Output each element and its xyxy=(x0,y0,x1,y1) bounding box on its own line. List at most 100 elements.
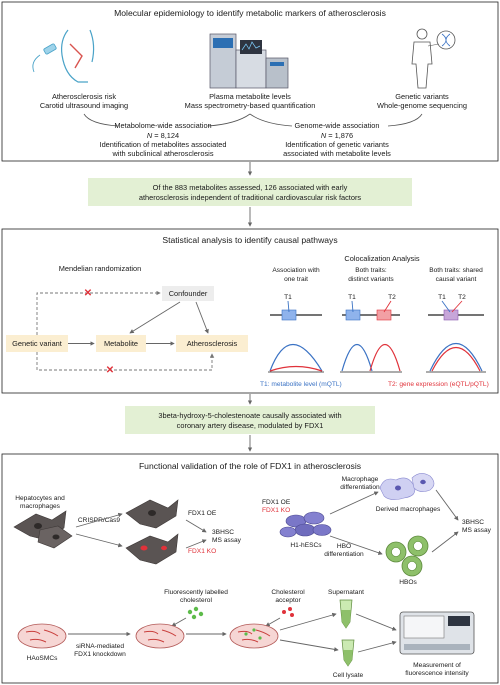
col-mid-line1: Plasma metabolite levels xyxy=(209,92,291,101)
banner-2-line2: coronary artery disease, modulated by FD… xyxy=(177,421,324,430)
assoc-right-desc2: associated with metabolite levels xyxy=(283,149,391,158)
case-3-marker-1 xyxy=(441,300,451,313)
blocked-path-mark-2: ✕ xyxy=(106,365,114,376)
hepatocyte-cells xyxy=(13,510,73,549)
supernatant-tube xyxy=(339,599,353,629)
fl-chol-label-2: cholesterol xyxy=(180,597,212,604)
assoc-left-title: Metabolome-wide association xyxy=(114,121,211,130)
haosmcs-label: HAoSMCs xyxy=(27,655,58,662)
case-2-title1: Both traits: xyxy=(355,267,387,274)
banner-1-line1: Of the 883 metabolites assessed, 126 ass… xyxy=(153,183,348,192)
banner-2-background xyxy=(125,406,375,434)
sirna-label-1: siRNA-mediated xyxy=(76,643,124,650)
measure-label-2: fluorescence intensity xyxy=(405,670,469,677)
coloc-case-distinct-variants: Both traits: distinct variants T1 T2 xyxy=(340,267,402,373)
derived-mac-label: Derived macrophages xyxy=(376,506,441,513)
hbo-diff-2: differentiation xyxy=(324,551,364,558)
case-3-marker-2 xyxy=(451,300,463,313)
fdx1-oe-label-1: FDX1 OE xyxy=(188,510,217,517)
fdx1-ko-cells xyxy=(125,533,179,565)
case-2-tag-t1: T1 xyxy=(348,294,356,301)
node-metabolite-label: Metabolite xyxy=(104,339,138,348)
panel-functional-validation: Functional validation of the role of FDX… xyxy=(1,453,499,684)
col-right-line2: Whole-genome sequencing xyxy=(377,101,467,110)
col-right-line1: Genetic variants xyxy=(395,92,449,101)
arrow-mac-assay xyxy=(435,489,459,521)
cell-lysate-label: Cell lysate xyxy=(333,672,364,679)
case-2-tag-t2: T2 xyxy=(388,294,396,301)
supernatant-label: Supernatant xyxy=(328,589,364,596)
fl-chol-label-1: Fluorescently labelled xyxy=(164,589,228,596)
col-mid-line2: Mass spectrometry-based quantification xyxy=(185,101,316,110)
dashed-variant-atherosclerosis xyxy=(36,352,215,371)
dish-efflux xyxy=(229,623,279,649)
derived-macrophage-cells xyxy=(379,473,435,500)
assay-2-line2: MS assay xyxy=(462,527,492,534)
arrow-lysate-reader xyxy=(357,640,397,653)
mr-title: Mendelian randomization xyxy=(59,264,142,273)
banner-1-background xyxy=(88,178,412,206)
assoc-right-desc1: Identification of genetic variants xyxy=(285,140,389,149)
case-3-tag-t1: T1 xyxy=(438,294,446,301)
arrow-mac-diff xyxy=(329,491,379,515)
arrow-cell-lysate xyxy=(279,639,339,652)
arrow-crispr-ko xyxy=(75,533,123,548)
arrow-crispr-oe xyxy=(75,512,123,528)
coloc-title: Colocalization Analysis xyxy=(344,254,419,263)
case-1-tag-t1: T1 xyxy=(284,294,292,301)
case-1-title1: Association with xyxy=(272,267,320,274)
connector-mid-1 xyxy=(207,113,251,127)
arrow-confounder-metabolite xyxy=(129,301,181,334)
assay-1-line2: MS assay xyxy=(212,537,242,544)
case-3-title1: Both traits: shared xyxy=(429,267,483,274)
h1-label: H1-hESCs xyxy=(290,542,322,549)
chol-acc-label-2: acceptor xyxy=(275,597,301,604)
case-3-tag-t2: T2 xyxy=(458,294,466,301)
case-2-locus-2 xyxy=(376,309,392,321)
arrow-hbo-assay xyxy=(431,531,459,553)
case-3-locus xyxy=(443,309,459,321)
case-2-title2: distinct variants xyxy=(348,276,394,283)
hbo-diff-1: HBO xyxy=(337,543,351,550)
banner-2-line1: 3beta-hydroxy-5-cholestenoate causally a… xyxy=(158,411,341,420)
panel-causal-pathways: Statistical analysis to identify causal … xyxy=(1,228,499,394)
panel-3-title: Functional validation of the role of FDX… xyxy=(139,461,361,471)
hbos-label: HBOs xyxy=(399,579,417,586)
mac-diff-2: differentiation xyxy=(340,484,380,491)
legend-t1: T1: metabolite level (mQTL) xyxy=(260,381,342,388)
coloc-case-one-trait: Association with one trait T1 xyxy=(268,267,324,373)
measure-label-1: Measurement of xyxy=(413,662,461,669)
fdx1-ko-label-2: FDX1 KO xyxy=(262,507,290,514)
case-2-t2-curve xyxy=(369,343,401,372)
chol-acc-label-1: Cholesterol xyxy=(271,589,305,596)
case-2-marker-1 xyxy=(351,300,354,313)
node-atherosclerosis xyxy=(176,335,248,352)
col-left-line2: Carotid ultrasound imaging xyxy=(40,101,128,110)
assoc-left-desc2: with subclinical atherosclerosis xyxy=(111,149,213,158)
case-3-t2-curve xyxy=(431,346,481,372)
assoc-right-n: N = 1,876 xyxy=(321,131,353,140)
case-3-t1-curve xyxy=(429,342,483,372)
case-2-marker-2 xyxy=(383,300,392,313)
dish-haosmcs xyxy=(17,623,67,649)
banner-1: Of the 883 metabolites assessed, 126 ass… xyxy=(88,178,412,206)
assoc-left-n: N = 8,124 xyxy=(147,131,179,140)
hep-label-1: Hepatocytes and xyxy=(15,495,65,502)
node-genetic-variant-label: Genetic variant xyxy=(12,339,62,348)
assoc-right-title: Genome-wide association xyxy=(294,121,379,130)
node-confounder-label: Confounder xyxy=(169,289,208,298)
mass-spectrometer-icon xyxy=(209,33,289,89)
col-left-line1: Atherosclerosis risk xyxy=(52,92,116,101)
cholesterol-acceptor-dots xyxy=(282,607,294,617)
arrow-fl-chol xyxy=(171,617,187,627)
fdx1-ko-label-1: FDX1 KO xyxy=(188,548,216,555)
coloc-case-shared-variant: Both traits: shared causal variant T1 T2 xyxy=(426,267,486,373)
connector-left-1 xyxy=(83,113,119,127)
banner-1-line2: atherosclerosis independent of tradition… xyxy=(139,193,362,202)
panel-molecular-epidemiology: Molecular epidemiology to identify metab… xyxy=(1,1,499,162)
arrow-supernatant-reader xyxy=(355,613,397,631)
assay-1-line1: 3BHSC xyxy=(212,529,234,536)
hbo-organoids xyxy=(385,535,429,577)
case-2-t1-curve xyxy=(341,343,373,372)
